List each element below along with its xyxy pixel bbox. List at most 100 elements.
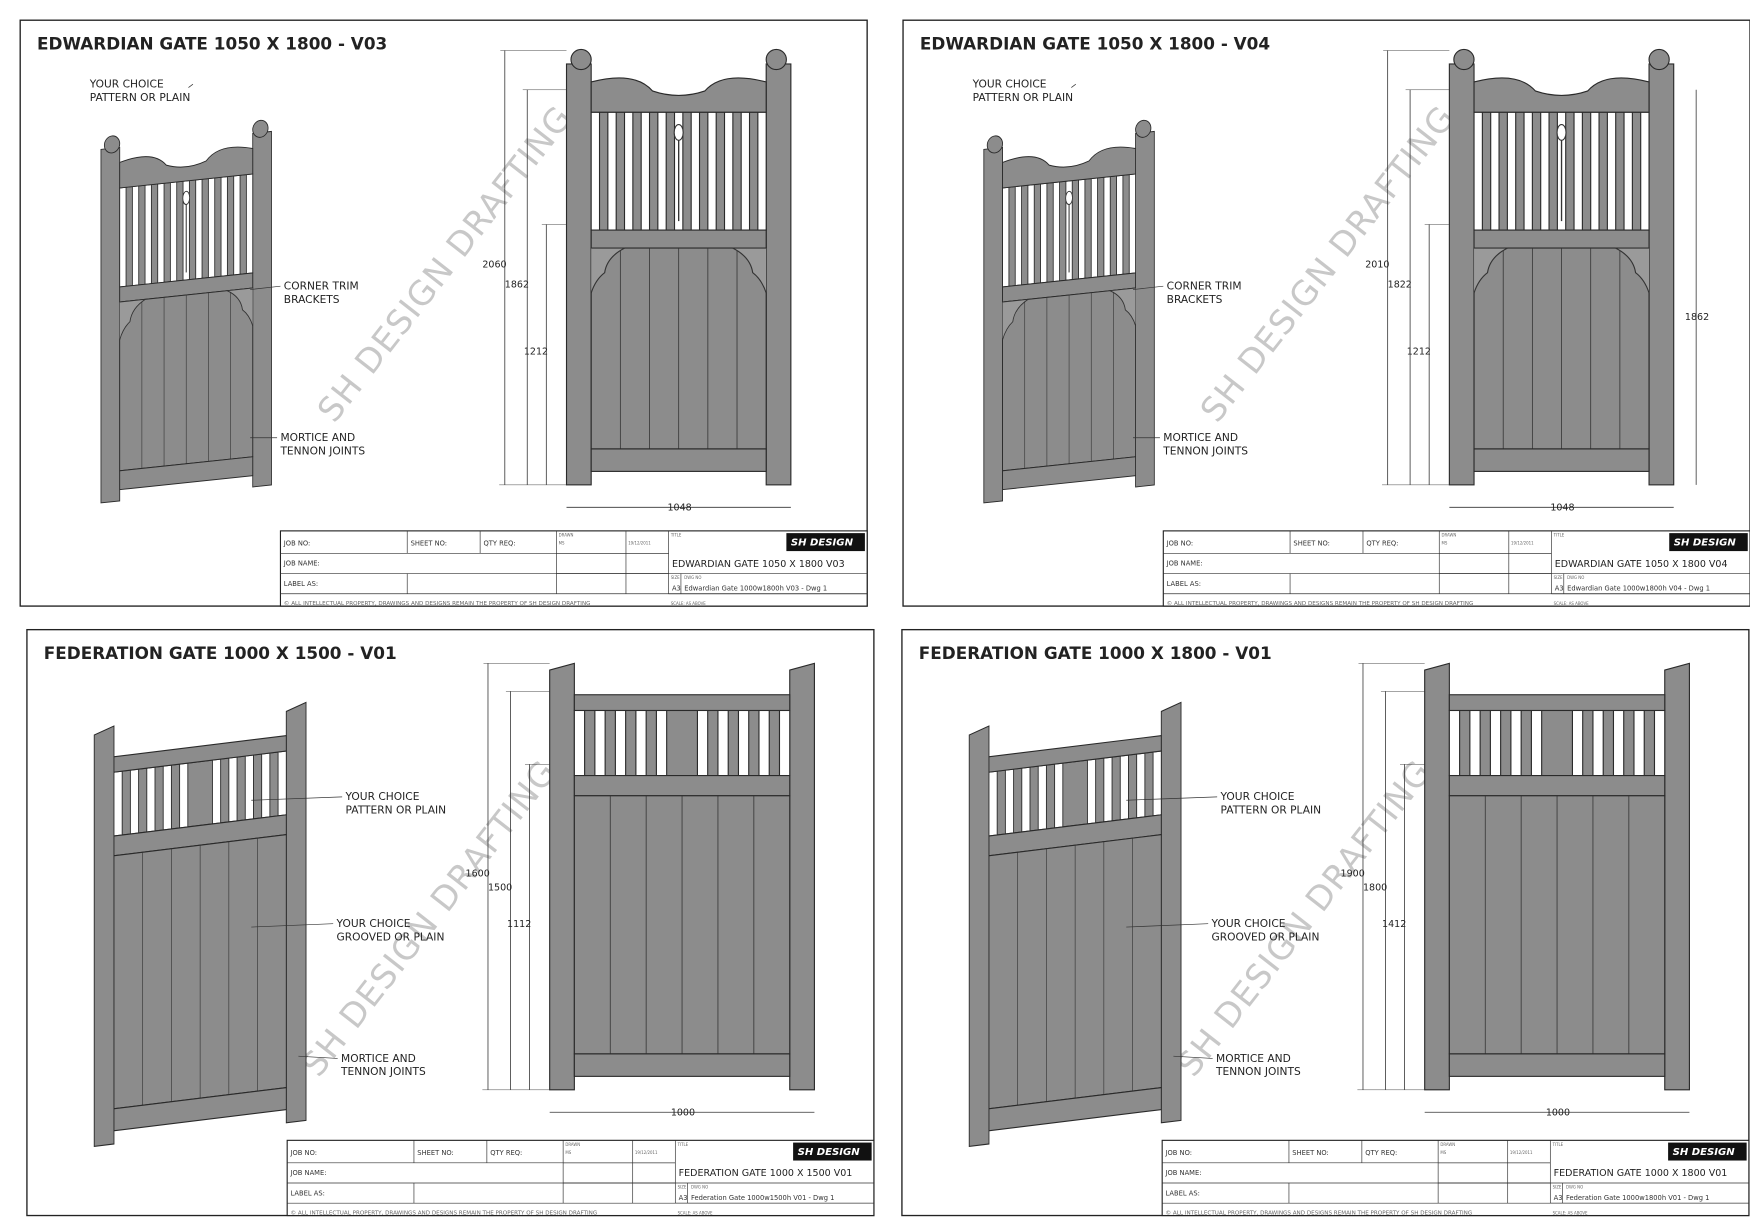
logo-background <box>1669 533 1748 552</box>
right-post <box>252 130 272 488</box>
spindle <box>236 755 246 822</box>
drawing-title: FEDERATION GATE 1000 X 1500 - V01 <box>44 643 397 663</box>
dimension-frame: 1822 <box>1388 279 1412 290</box>
middle-rail <box>1473 229 1650 249</box>
right-post-finial <box>765 48 787 71</box>
callout-leader <box>298 1055 338 1059</box>
sheet-no-label: SHEET NO: <box>1293 539 1330 547</box>
spindle <box>1033 183 1041 285</box>
copyright-notice: © ALL INTELLECTUAL PROPERTY, DRAWINGS AN… <box>1167 600 1474 607</box>
callout-label: PATTERN OR PLAIN <box>1221 804 1322 817</box>
spindle <box>1479 709 1491 777</box>
logo-text: SH DESIGN <box>798 1147 861 1158</box>
dimension-width: 1048 <box>667 503 691 514</box>
spindle <box>1144 751 1154 818</box>
qty-req-label: QTY REQ: <box>1365 1149 1397 1157</box>
spindle <box>625 709 637 777</box>
dimension-overall: 1600 <box>466 869 490 880</box>
callout-leader <box>188 83 194 88</box>
spindle <box>1515 111 1525 231</box>
spindle <box>1122 174 1130 275</box>
callout-label: CORNER TRIM <box>1167 280 1242 293</box>
dimension-width: 1000 <box>1546 1108 1570 1119</box>
logo-background <box>1668 1142 1747 1161</box>
left-post <box>93 725 115 1147</box>
centre-pattern-panel <box>187 759 213 828</box>
callout-leader <box>1126 796 1218 801</box>
scale-label: SCALE: AS ABOVE <box>671 601 706 606</box>
left-post-finial <box>103 135 121 154</box>
dwg-no-label: DWG NO <box>1566 1185 1583 1190</box>
spindle <box>715 111 726 231</box>
right-post <box>1648 63 1675 486</box>
sh-design-logo: SH DESIGN <box>1668 1142 1747 1161</box>
right-post <box>1135 130 1155 488</box>
qty-req-label: QTY REQ: <box>490 1149 522 1157</box>
left-post-finial <box>1453 48 1475 71</box>
spindle <box>632 111 642 231</box>
callout-leader <box>1132 285 1164 290</box>
spindle <box>1111 755 1121 822</box>
sheet-size: A3 <box>679 1194 688 1202</box>
callout-label: TENNON JOINTS <box>340 1065 426 1078</box>
callout-label: TENNON JOINTS <box>1162 445 1248 458</box>
drawing-title: EDWARDIAN GATE 1050 X 1800 - V04 <box>920 33 1270 53</box>
front-elevation <box>1424 662 1690 1091</box>
bottom-rail <box>573 1053 791 1077</box>
spindle <box>154 765 164 832</box>
size-label: SIZE <box>678 1185 687 1190</box>
spindle <box>1520 709 1532 777</box>
spindle <box>1548 111 1558 231</box>
scale-label: SCALE: AS ABOVE <box>1553 1210 1588 1215</box>
callout-label: TENNON JOINTS <box>279 445 365 458</box>
spindle <box>138 767 148 834</box>
dwg-no: Federation Gate 1000w1500h V01 - Dwg 1 <box>691 1194 834 1202</box>
front-elevation <box>1448 48 1675 486</box>
title-block-title: EDWARDIAN GATE 1050 X 1800 V03 <box>672 559 845 570</box>
spindle <box>748 111 759 231</box>
shaped-top-rail <box>119 146 254 189</box>
left-post <box>565 63 592 486</box>
spindle <box>1071 179 1079 281</box>
spindle <box>1059 180 1067 282</box>
right-post <box>285 701 307 1124</box>
logo-background <box>793 1142 872 1161</box>
spindle <box>768 709 781 777</box>
spindle <box>1565 111 1575 231</box>
spindle <box>1615 111 1625 231</box>
spindle <box>214 176 222 278</box>
dwg-no: Federation Gate 1000w1800h V01 - Dwg 1 <box>1566 1194 1709 1202</box>
spindle <box>748 709 760 777</box>
centre-pattern-panel <box>1062 759 1088 828</box>
right-post <box>789 662 815 1091</box>
dwg-no-label: DWG NO <box>691 1185 708 1190</box>
callout-leader <box>1071 83 1077 88</box>
sh-design-logo: SH DESIGN <box>793 1142 872 1161</box>
spindle <box>239 174 247 275</box>
spindle <box>1109 175 1117 277</box>
callout-label: GROOVED OR PLAIN <box>337 931 445 944</box>
date: 19/12/2011 <box>1511 540 1534 545</box>
spindle <box>1500 709 1512 777</box>
drawn-label: DRAWN <box>559 532 574 537</box>
job-name-label: JOB NAME: <box>1166 560 1203 568</box>
spindle <box>1021 184 1029 286</box>
dwg-no-label: DWG NO <box>1567 575 1584 580</box>
drawn-by: MS <box>565 1150 571 1155</box>
spindle <box>604 709 616 777</box>
left-post <box>1424 662 1450 1091</box>
left-post-finial <box>986 135 1003 154</box>
centre-pattern-panel <box>666 709 698 777</box>
spindle <box>1582 709 1594 777</box>
job-no-label: JOB NO: <box>1165 1149 1192 1157</box>
callout-label: TENNON JOINTS <box>1215 1065 1301 1078</box>
size-label: SIZE <box>1553 1185 1562 1190</box>
right-post <box>1160 701 1182 1124</box>
bottom-rail <box>1448 1053 1666 1077</box>
callout-label: PATTERN OR PLAIN <box>90 91 191 104</box>
size-label: SIZE <box>671 575 680 580</box>
